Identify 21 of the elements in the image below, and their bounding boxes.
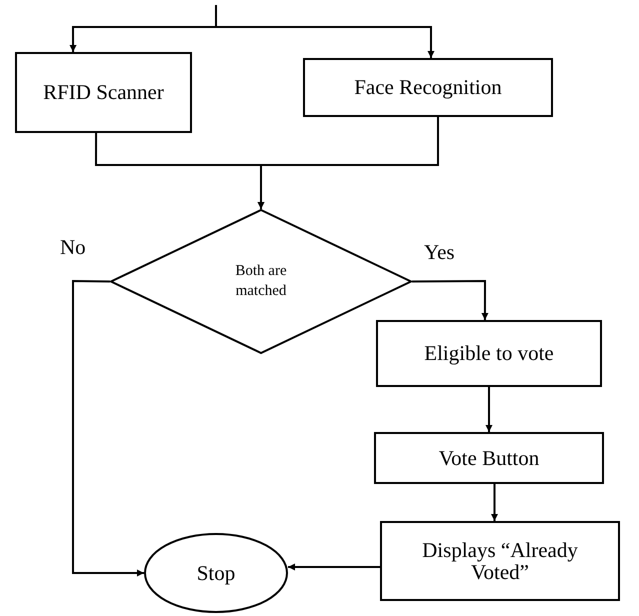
terminal-ellipse — [144, 533, 288, 613]
process-box — [303, 58, 553, 117]
process-box — [15, 52, 192, 133]
arrow — [486, 387, 492, 432]
node-label: Eligible to vote — [424, 342, 554, 365]
decision-diamond — [110, 209, 412, 354]
process-box — [376, 320, 602, 387]
node-label: Vote Button — [438, 446, 540, 470]
process-box — [374, 432, 604, 484]
arrow — [215, 5, 434, 58]
node-label: RFID Scanner — [43, 81, 164, 104]
arrow — [412, 280, 488, 320]
arrow — [491, 484, 498, 521]
arrow — [72, 280, 144, 576]
node-label: Displays “Already Voted” — [421, 538, 579, 584]
node-label: Face Recognition — [354, 76, 502, 99]
node-label: Both are matched — [234, 262, 288, 300]
arrow — [288, 564, 380, 570]
process-box — [380, 521, 620, 601]
arrow — [258, 117, 439, 209]
node-label: Stop — [196, 562, 236, 584]
